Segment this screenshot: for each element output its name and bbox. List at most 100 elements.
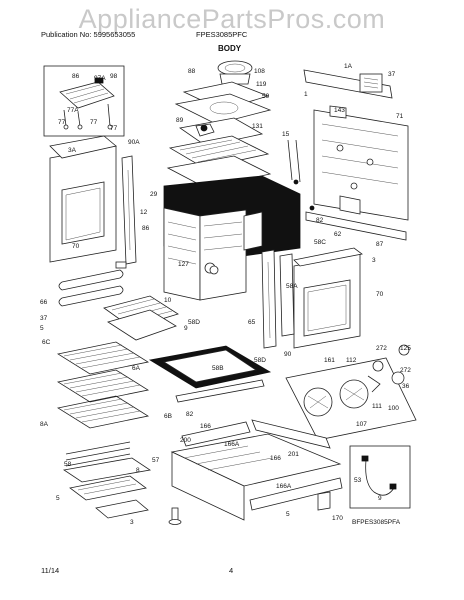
label-3-lower: 3	[130, 519, 134, 526]
diagram-code: BFPES3085PFA	[352, 519, 401, 526]
label-97a: 97A	[94, 75, 106, 82]
label-58b: 58B	[212, 365, 224, 372]
label-1a: 1A	[344, 63, 353, 70]
label-9: 9	[184, 325, 188, 332]
label-166-lower: 166	[270, 455, 281, 462]
right-side-panel	[293, 247, 363, 349]
model-number: FPES3085PFC	[196, 30, 248, 39]
label-100: 100	[388, 405, 399, 412]
label-166a-upper: 166A	[224, 441, 240, 448]
label-66: 66	[40, 299, 48, 306]
label-89: 89	[176, 117, 184, 124]
rear-panel-assembly	[303, 69, 409, 221]
label-82: 82	[186, 411, 194, 418]
label-87: 87	[376, 241, 384, 248]
diagram-title: BODY	[218, 44, 242, 53]
label-37: 37	[40, 315, 48, 322]
leveling-leg	[168, 507, 182, 525]
label-82-rear: 82	[316, 217, 324, 224]
bottom-trim-bar	[175, 379, 265, 403]
label-272-mid: 272	[400, 367, 411, 374]
label-5-lower: 5	[286, 511, 290, 518]
label-5: 5	[40, 325, 44, 332]
label-5-left: 5	[56, 495, 60, 502]
label-200: 200	[180, 437, 191, 444]
part-number-labels: 86 97A 98 77A 77 77 77 88 108 119 59 89 …	[40, 63, 411, 526]
label-112: 112	[346, 357, 357, 364]
label-272-top: 272	[376, 345, 387, 352]
label-36: 36	[402, 383, 410, 390]
broil-element	[58, 261, 127, 307]
label-143: 143	[334, 107, 345, 114]
label-3: 3	[372, 257, 376, 264]
publication-number: Publication No: 5995653055	[41, 30, 136, 39]
storage-drawer	[170, 419, 343, 521]
label-166a-lower: 166A	[276, 483, 292, 490]
label-53: 53	[354, 477, 362, 484]
door-gasket-frame	[148, 345, 272, 389]
label-58c: 58C	[314, 239, 326, 246]
label-12: 12	[140, 209, 148, 216]
label-62: 62	[334, 231, 342, 238]
side-trim-strip	[121, 155, 137, 265]
label-166-upper: 166	[200, 423, 211, 430]
label-58d-lower: 58D	[254, 357, 266, 364]
label-1: 1	[304, 91, 308, 98]
label-125: 125	[400, 345, 411, 352]
label-77a: 77A	[67, 107, 79, 114]
label-71: 71	[396, 113, 404, 120]
control-board-inset	[43, 65, 125, 137]
label-170: 170	[332, 515, 343, 522]
label-119: 119	[256, 81, 267, 88]
label-37-top: 37	[388, 71, 396, 78]
label-58: 58	[64, 461, 72, 468]
label-77-left: 77	[58, 119, 66, 126]
label-88: 88	[188, 68, 196, 75]
page-number: 4	[229, 566, 234, 575]
broiler-pan	[103, 295, 179, 341]
label-65: 65	[248, 319, 256, 326]
label-90a: 90A	[128, 139, 140, 146]
label-107: 107	[356, 421, 367, 428]
label-111: 111	[372, 403, 382, 410]
oven-racks	[56, 341, 150, 429]
label-57: 57	[152, 457, 160, 464]
vertical-trim-pieces	[261, 249, 295, 349]
label-8: 8	[136, 467, 140, 474]
convection-fan-inset	[285, 344, 417, 441]
top-heat-shields	[166, 117, 272, 189]
bake-element-assembly	[62, 441, 152, 519]
label-29: 29	[150, 191, 158, 198]
site-watermark: AppliancePartsPros.com	[78, 4, 386, 34]
oven-sensor	[287, 139, 301, 185]
label-161: 161	[324, 357, 335, 364]
label-77-right: 77	[110, 125, 118, 132]
left-side-panel	[49, 135, 117, 263]
label-201: 201	[288, 451, 299, 458]
footer-date: 11/14	[41, 566, 60, 575]
label-77-mid: 77	[90, 119, 98, 126]
rear-rail	[305, 195, 407, 241]
label-6a: 6A	[132, 365, 141, 372]
label-8a: 8A	[40, 421, 49, 428]
label-86-body: 86	[142, 225, 150, 232]
label-6b: 6B	[164, 413, 172, 420]
label-90: 90	[284, 351, 292, 358]
label-6c: 6C	[42, 339, 51, 346]
label-86: 86	[72, 73, 80, 80]
label-127: 127	[178, 261, 189, 268]
label-131: 131	[252, 123, 263, 130]
label-15: 15	[282, 131, 290, 138]
convection-fan-assembly	[174, 60, 272, 125]
label-108: 108	[254, 68, 265, 75]
label-59: 59	[262, 93, 270, 100]
wire-harness-inset	[349, 445, 411, 509]
label-58a: 58A	[286, 283, 298, 290]
label-58d-upper: 58D	[188, 319, 200, 326]
anti-tip-bracket	[317, 491, 331, 511]
label-70-right: 70	[376, 291, 384, 298]
oven-cavity	[163, 175, 301, 301]
label-98: 98	[110, 73, 118, 80]
label-70-left: 70	[72, 243, 80, 250]
